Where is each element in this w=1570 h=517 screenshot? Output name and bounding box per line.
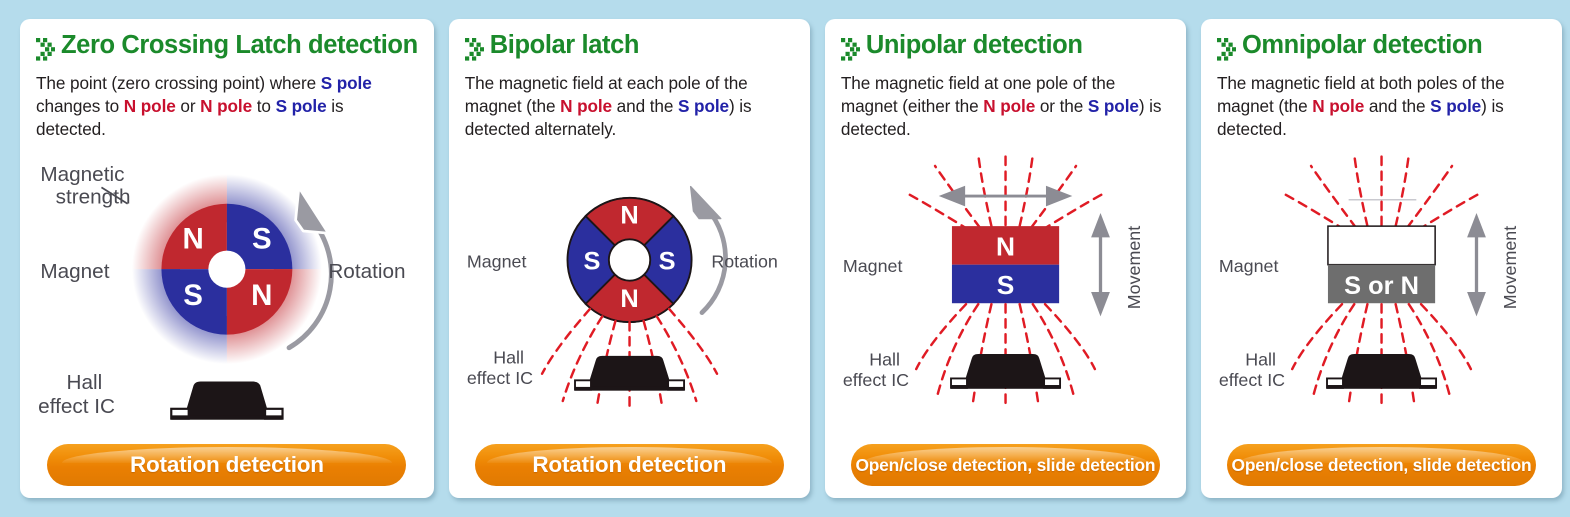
magnet-top-label: N (996, 231, 1015, 261)
pole-letter-n-bottomright: N (251, 279, 272, 312)
card-bipolar-latch[interactable]: Bipolar latch The magnetic field at each… (448, 19, 810, 498)
s-pole-text: S pole (320, 73, 372, 93)
s-pole-text: S pole (1430, 96, 1482, 117)
double-chevron-icon (840, 38, 860, 61)
pole-letter-n-top: N (620, 201, 638, 229)
label-hall-ic-line1: Hall (493, 347, 524, 367)
label-movement: Movement (1500, 226, 1520, 309)
s-pole-text: S pole (678, 96, 729, 117)
card-title: Bipolar latch (489, 31, 640, 59)
label-hall-ic-line2: effect IC (843, 370, 909, 390)
pole-letter-s-left: S (583, 247, 600, 275)
magnet-disk (566, 196, 693, 323)
card-description: The magnetic field at each pole of the m… (464, 73, 752, 140)
hall-effect-ic (1326, 353, 1437, 389)
rotation-arrow-icon (689, 185, 728, 315)
magnet-block-bottom (1327, 264, 1436, 304)
pill-rotation-detection[interactable]: Rotation detection (47, 444, 407, 486)
label-hall-ic-line1: Hall (869, 349, 900, 369)
pole-letter-n-bottom: N (620, 285, 638, 313)
label-rotation: Rotation (328, 260, 405, 283)
figure-sector-magnet-wheel: N N S S (465, 144, 794, 438)
rotation-arrow-icon (284, 186, 337, 353)
magnet-disk (161, 203, 293, 335)
hall-effect-ic (573, 355, 685, 391)
pill-label: Open/close detection, slide detection (1231, 454, 1532, 475)
magnet-bottom-label: S (997, 270, 1015, 300)
pole-letter-n-topleft: N (182, 222, 203, 255)
card-header: Omnipolar detection (1216, 31, 1546, 63)
label-hall-ic-line2: effect IC (38, 395, 115, 418)
card-unipolar-detection[interactable]: Unipolar detection The magnetic field at… (824, 19, 1186, 498)
card-header: Unipolar detection (840, 31, 1170, 63)
card-zero-crossing-latch[interactable]: Zero Crossing Latch detection The point … (20, 19, 434, 498)
s-pole-text: S pole (275, 96, 327, 117)
label-hall-ic-line1: Hall (67, 371, 103, 394)
label-magnet: Magnet (1219, 256, 1279, 276)
card-title: Omnipolar detection (1241, 31, 1483, 59)
label-hall-ic-line1: Hall (1245, 349, 1276, 369)
label-magnetic-strength-line2: strength (56, 186, 131, 209)
pole-letter-s-topright: S (252, 222, 272, 255)
magnetic-field-lines (540, 307, 718, 410)
hall-effect-ic (949, 353, 1061, 389)
card-description: The magnetic field at both poles of the … (1216, 73, 1505, 140)
vertical-double-arrow-icon (1090, 212, 1110, 317)
pole-letter-s-bottomleft: S (183, 279, 203, 312)
label-hall-ic-line2: effect IC (467, 368, 533, 388)
figure-bar-magnet-unipolar: N S Movement (841, 144, 1170, 438)
magnetic-strength-leader-line (100, 186, 129, 205)
n-pole-text: N pole (983, 96, 1036, 117)
magnetic-field-lines-top (1283, 151, 1480, 232)
pill-label: Open/close detection, slide detection (855, 454, 1156, 475)
card-omnipolar-detection[interactable]: Omnipolar detection The magnetic field a… (1200, 19, 1563, 498)
bar-magnet (951, 226, 1059, 304)
card-header: Zero Crossing Latch detection (36, 31, 418, 63)
n-pole-text: N pole (123, 96, 176, 117)
pill-openclose-slide-detection[interactable]: Open/close detection, slide detection (1226, 444, 1537, 486)
double-chevron-icon (464, 38, 484, 61)
pill-openclose-slide-detection[interactable]: Open/close detection, slide detection (850, 444, 1161, 486)
magnet-block-top (951, 226, 1059, 265)
magnet-block-top (1327, 225, 1436, 266)
magnet-block-bottom (951, 264, 1059, 304)
vertical-double-arrow-icon (1467, 212, 1486, 317)
label-magnetic-strength-line1: Magnetic (40, 163, 124, 186)
pill-rotation-detection[interactable]: Rotation detection (474, 444, 784, 486)
figure-bar-magnet-omnipolar: S or N Movement (1217, 144, 1546, 438)
pill-label: Rotation detection (129, 452, 324, 477)
magnetic-field-lines-bottom (1290, 302, 1473, 406)
horizontal-double-arrow-icon (938, 185, 1073, 207)
pole-letter-s-right: S (658, 247, 675, 275)
card-title: Unipolar detection (865, 31, 1083, 59)
card-description: The point (zero crossing point) where S … (36, 73, 372, 140)
label-rotation: Rotation (711, 251, 778, 271)
label-magnet: Magnet (40, 260, 109, 283)
n-pole-text: N pole (1312, 96, 1365, 117)
double-chevron-icon (1216, 38, 1236, 61)
hall-effect-ic (170, 381, 284, 420)
n-pole-text: N pole (200, 96, 253, 117)
label-hall-ic-line2: effect IC (1219, 370, 1285, 390)
magnetic-field-lines-top (907, 151, 1104, 232)
card-header: Bipolar latch (464, 31, 794, 63)
card-title: Zero Crossing Latch detection (61, 31, 418, 59)
figure-ring-magnet-wheel: N S S N Magnetic strength Magnet Rotatio… (36, 144, 418, 438)
magnet-bottom-label: S or N (1344, 272, 1419, 300)
s-pole-text: S pole (1087, 96, 1139, 117)
bar-magnet (1327, 225, 1436, 304)
label-magnet: Magnet (467, 251, 527, 271)
n-pole-text: N pole (560, 96, 612, 117)
label-magnet: Magnet (843, 256, 903, 276)
label-movement: Movement (1124, 226, 1144, 309)
double-chevron-icon (36, 38, 55, 61)
card-description: The magnetic field at one pole of the ma… (840, 73, 1162, 140)
pill-label: Rotation detection (532, 452, 727, 477)
